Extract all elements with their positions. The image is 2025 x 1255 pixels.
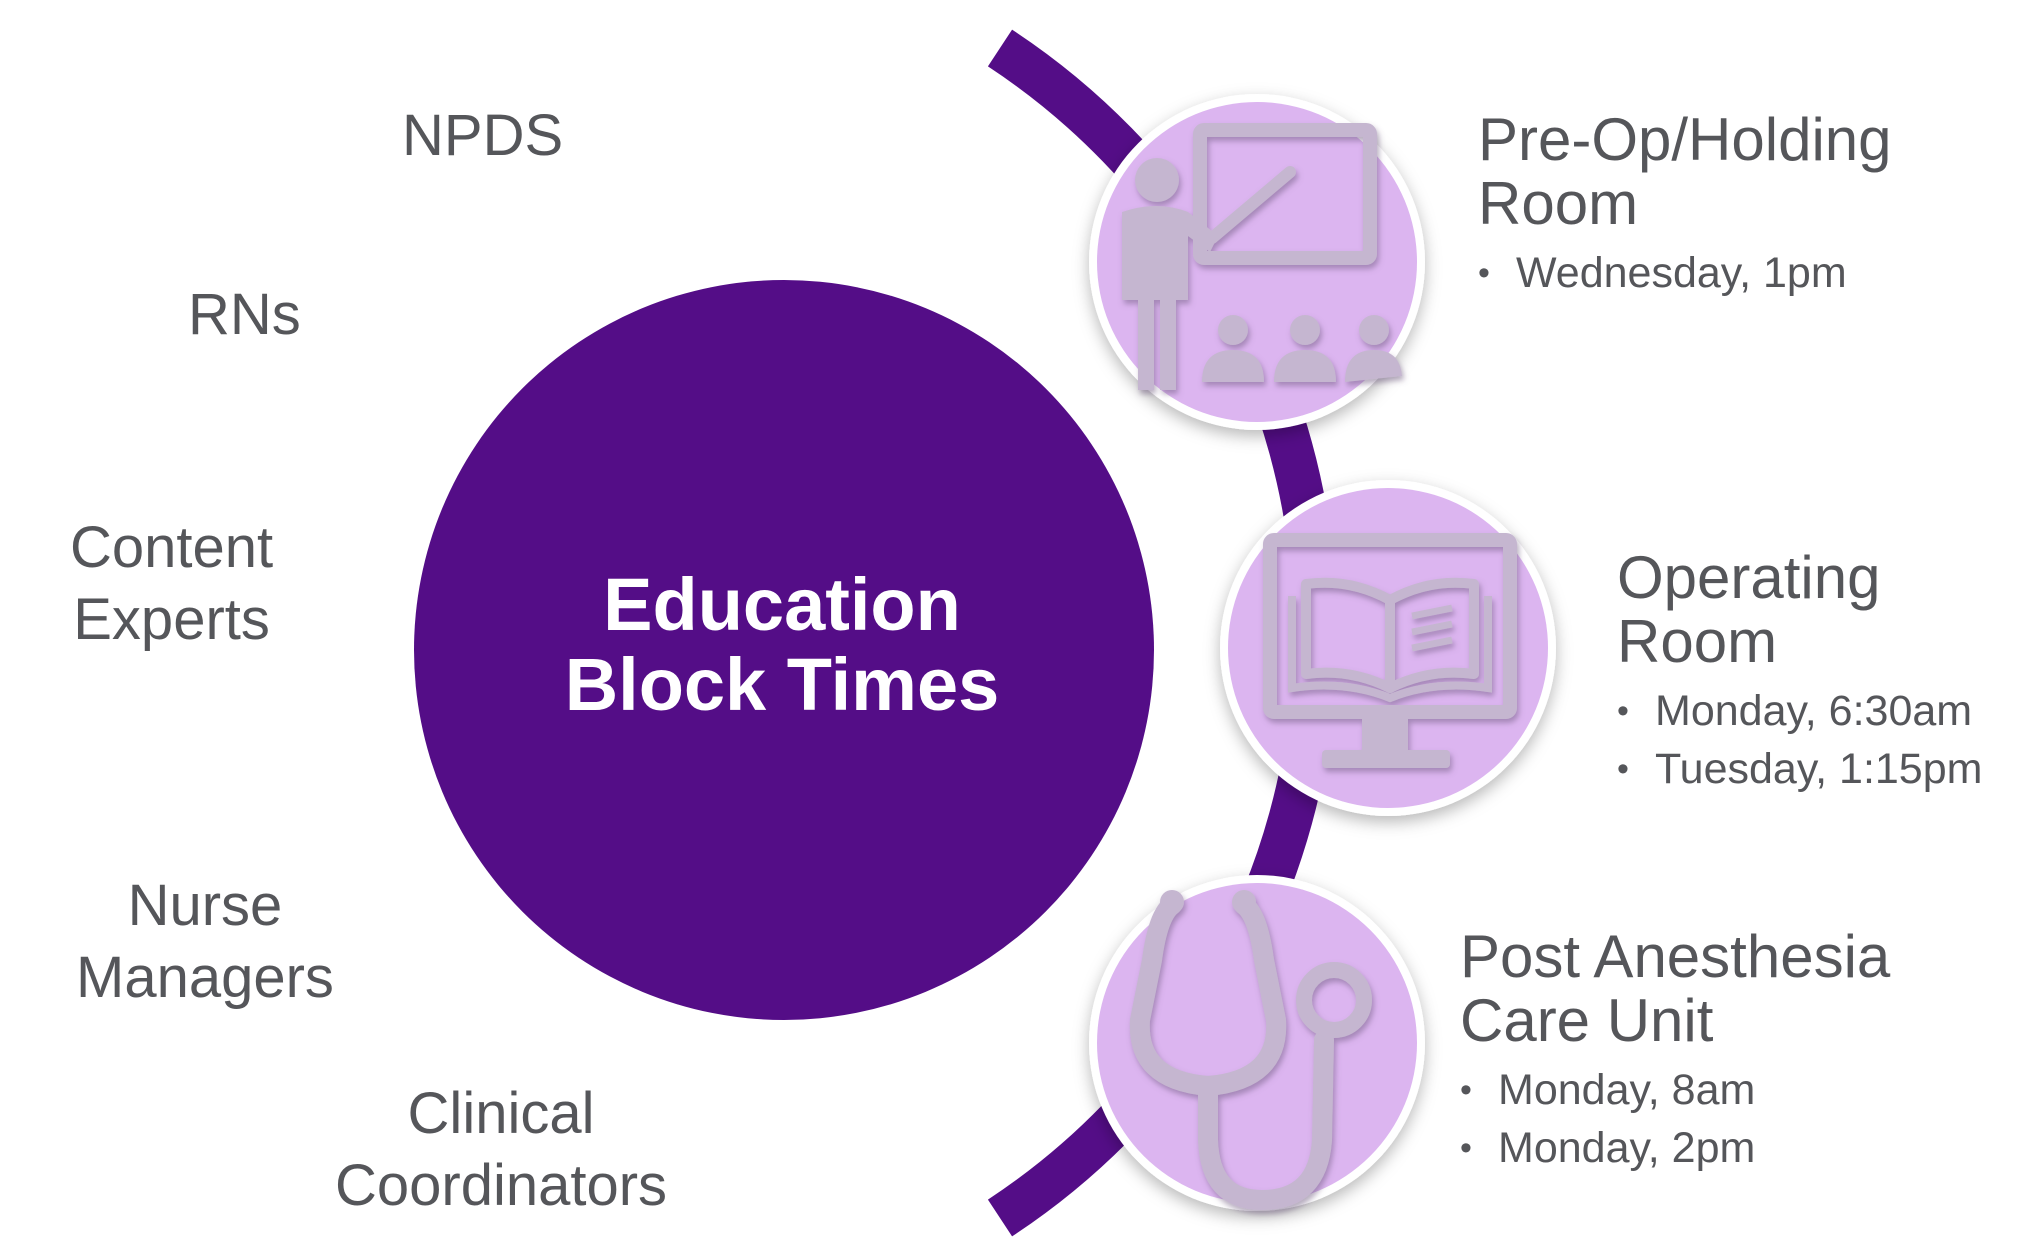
time-item: • Monday, 6:30am <box>1617 682 1982 740</box>
center-title: Education Block Times <box>412 565 1152 725</box>
bullet-icon: • <box>1617 692 1629 730</box>
stakeholder-label: Coordinators <box>335 1153 668 1218</box>
time-list: • Monday, 6:30am • Tuesday, 1:15pm <box>1617 682 1982 798</box>
time-text: Monday, 2pm <box>1498 1124 1756 1172</box>
area-title-line1: Pre-Op/Holding <box>1478 106 1892 173</box>
time-text: Monday, 6:30am <box>1655 687 1973 735</box>
area-title-line2: Room <box>1478 170 1639 237</box>
time-text: Monday, 8am <box>1498 1066 1756 1114</box>
time-item: • Tuesday, 1:15pm <box>1617 740 1982 798</box>
stethoscope-icon <box>1129 890 1372 1211</box>
stakeholder-nurse-managers: Nurse Managers <box>76 870 334 1014</box>
time-item: • Wednesday, 1pm <box>1478 244 1892 302</box>
bullet-icon: • <box>1460 1129 1472 1167</box>
area-title: Operating Room <box>1617 546 1982 674</box>
stakeholder-content-experts: Content Experts <box>70 512 273 656</box>
time-item: • Monday, 2pm <box>1460 1119 1890 1177</box>
time-list: • Monday, 8am • Monday, 2pm <box>1460 1061 1890 1177</box>
icon-node-or <box>1220 480 1556 816</box>
area-title: Post Anesthesia Care Unit <box>1460 925 1890 1053</box>
area-preop: Pre-Op/Holding Room • Wednesday, 1pm <box>1478 108 1892 302</box>
stakeholder-label: NPDS <box>402 103 564 168</box>
stakeholder-label: Content <box>70 515 274 580</box>
stakeholder-label: Clinical <box>407 1081 595 1146</box>
time-list: • Wednesday, 1pm <box>1478 244 1892 302</box>
stakeholder-rns: RNs <box>188 279 301 351</box>
computer-book-icon <box>1263 533 1517 768</box>
time-text: Wednesday, 1pm <box>1516 249 1847 297</box>
center-title-line1: Education <box>603 563 961 646</box>
bullet-icon: • <box>1617 750 1629 788</box>
area-title: Pre-Op/Holding Room <box>1478 108 1892 236</box>
icon-node-pacu <box>1089 875 1425 1211</box>
area-title-line1: Operating <box>1617 544 1881 611</box>
bullet-icon: • <box>1460 1071 1472 1109</box>
time-text: Tuesday, 1:15pm <box>1655 745 1983 793</box>
area-title-line2: Room <box>1617 608 1778 675</box>
stakeholder-label: RNs <box>188 282 301 347</box>
presenter-classroom-icon <box>1122 123 1402 390</box>
area-title-line2: Care Unit <box>1460 987 1714 1054</box>
center-title-line2: Block Times <box>564 643 1000 726</box>
stakeholder-label: Managers <box>76 945 334 1010</box>
time-item: • Monday, 8am <box>1460 1061 1890 1119</box>
icon-node-preop <box>1089 94 1425 430</box>
stakeholder-label: Experts <box>73 587 270 652</box>
stakeholder-npds: NPDS <box>402 100 563 172</box>
area-pacu: Post Anesthesia Care Unit • Monday, 8am •… <box>1460 925 1890 1177</box>
stakeholder-label: Nurse <box>127 873 283 938</box>
bullet-icon: • <box>1478 254 1490 292</box>
stakeholder-clinical-coordinators: Clinical Coordinators <box>335 1078 667 1222</box>
center-circle <box>414 280 1154 1020</box>
area-title-line1: Post Anesthesia <box>1460 923 1891 990</box>
area-or: Operating Room • Monday, 6:30am • Tuesday,… <box>1617 546 1982 798</box>
